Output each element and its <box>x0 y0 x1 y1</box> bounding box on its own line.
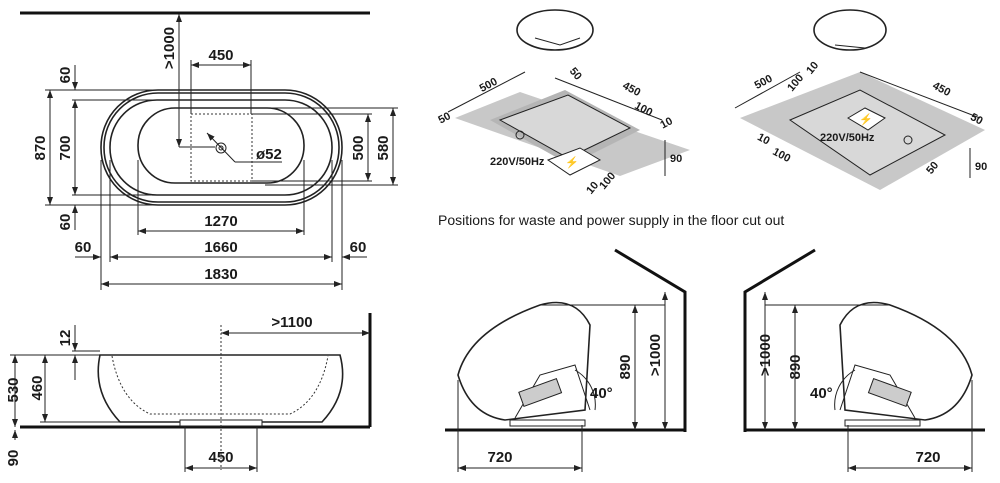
floor-cutout-left: ⚡ 500 50 450 50 100 10 220V/50Hz 90 100 … <box>436 9 690 197</box>
inner-width-label: 700 <box>57 135 74 160</box>
side-wall-clearance-label: >1100 <box>271 314 312 331</box>
power-label: 220V/50Hz <box>490 156 545 168</box>
tub-inner-dashed <box>111 355 329 415</box>
rim-top-label: 60 <box>57 67 74 84</box>
tilt-right-floor-length-label: 720 <box>915 449 940 466</box>
drain-zone-depth-label: 500 <box>350 135 367 160</box>
floor-cutout-depth-label: 90 <box>5 450 22 467</box>
power-label: 220V/50Hz <box>820 132 875 144</box>
power-box <box>847 107 886 131</box>
gap-2-label: 10 <box>755 131 771 147</box>
cutout-width-label: 450 <box>208 449 233 466</box>
offset-b-label: 50 <box>567 66 584 83</box>
offset-a-label: 50 <box>436 110 452 126</box>
inner-length-label: 1270 <box>204 213 237 230</box>
offset-a-label: 50 <box>968 111 984 127</box>
drain-zone-width-label: 450 <box>208 47 233 64</box>
length-label: 500 <box>478 76 500 95</box>
drain-icon <box>215 142 227 154</box>
width-label: 450 <box>930 80 952 99</box>
tub-thumbnail <box>813 9 887 51</box>
power-icon: ⚡ <box>859 113 873 126</box>
waste-icon <box>515 130 525 140</box>
mid-length-label: 1660 <box>204 239 237 256</box>
power-icon: ⚡ <box>565 156 579 169</box>
tilt-left-angle-label: 40° <box>590 385 613 402</box>
wall-line <box>614 248 687 432</box>
overall-height-label: 530 <box>5 377 22 402</box>
width-label: 450 <box>620 80 642 99</box>
waste-icon <box>903 135 913 145</box>
tilt-right-height-label: 890 <box>787 354 804 379</box>
plan-view: >1000 450 870 700 60 60 ø52 500 580 1270 <box>20 11 398 290</box>
tilt-left-height-label: 890 <box>617 354 634 379</box>
drain-diameter-label: ø52 <box>256 146 282 163</box>
floor-cutout-right: ⚡ 500 100 10 450 50 220V/50Hz 10 100 50 … <box>734 9 987 190</box>
tub-underside-fittings <box>518 377 563 407</box>
inner-height-label: 460 <box>29 375 46 400</box>
power-box <box>546 147 602 176</box>
tilt-left-wall-clearance-label: >1000 <box>647 334 664 376</box>
length-label: 500 <box>753 73 775 92</box>
tub-profile <box>97 354 344 423</box>
overall-width-label: 870 <box>32 135 49 160</box>
tilt-left-floor-length-label: 720 <box>487 449 512 466</box>
tilt-right-wall-clearance-label: >1000 <box>757 334 774 376</box>
rim-right-label: 60 <box>350 239 367 256</box>
depth-label: 90 <box>670 153 682 165</box>
tilt-right-angle-label: 40° <box>810 385 833 402</box>
caption: Positions for waste and power supply in … <box>438 212 784 228</box>
overall-length-label: 1830 <box>204 266 237 283</box>
rim-height-label: 12 <box>57 330 74 347</box>
side-view: >1100 12 530 460 90 450 <box>5 313 372 472</box>
tilt-right-shapes <box>743 248 985 472</box>
wall-clearance-label: >1000 <box>161 27 178 69</box>
box-size-2-label: 100 <box>770 146 792 165</box>
zone-depth-outer-label: 580 <box>375 135 392 160</box>
tilt-left-shapes <box>445 248 687 472</box>
rim-bottom-label: 60 <box>57 214 74 231</box>
box-gap-label: 10 <box>804 60 821 77</box>
box-size-label: 100 <box>785 72 806 94</box>
rim-left-label: 60 <box>75 239 92 256</box>
box-gap-label: 10 <box>658 115 674 131</box>
depth-label: 90 <box>975 161 987 173</box>
